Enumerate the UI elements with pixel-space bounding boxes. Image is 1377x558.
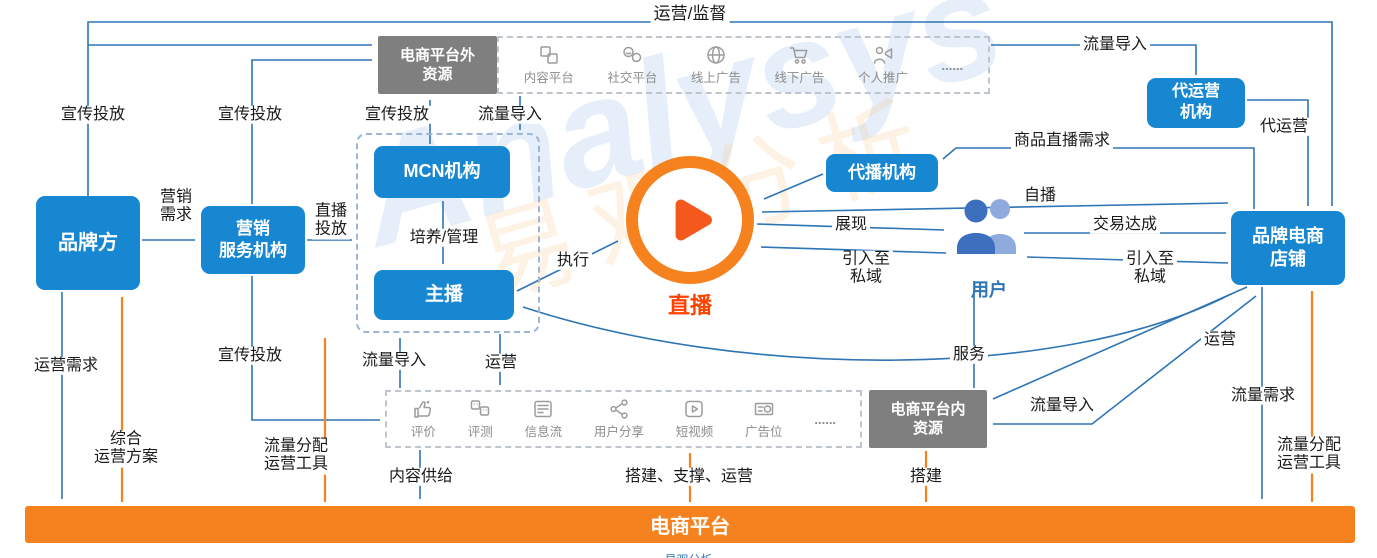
label-traffic-in-mid: 流量导入 — [358, 351, 430, 371]
label-build: 搭建 — [906, 467, 946, 487]
bottom-watermark: 易观分析 — [664, 551, 712, 558]
content-platform-icon — [538, 44, 560, 66]
share-icon — [608, 398, 630, 420]
social-platform-icon — [621, 44, 643, 66]
node-live — [626, 156, 754, 284]
arrow-promo-marketing — [251, 59, 372, 204]
label-content-supply: 内容供给 — [385, 467, 457, 487]
resource-item: 社交平台 — [607, 44, 657, 86]
resource-item: 内容平台 — [524, 44, 574, 86]
resource-item: 个人推广 — [858, 44, 908, 86]
label-traffic-demand: 流量需求 — [1227, 386, 1299, 406]
label-traffic-tool-right: 流量分配 运营工具 — [1273, 436, 1345, 474]
node-brand-store: 品牌电商 店铺 — [1231, 211, 1345, 285]
resource-item: 用户分享 — [594, 398, 644, 440]
label-live-placement: 直播 投放 — [311, 202, 351, 240]
node-external-resources: 电商平台外 资源 — [378, 36, 497, 94]
arrow-operate-right — [992, 286, 1248, 400]
resource-item: 广告位 — [745, 398, 783, 440]
resource-item: 线上广告 — [691, 44, 741, 86]
node-platform: 电商平台 — [25, 506, 1355, 543]
label-build-support-operate: 搭建、支撑、运营 — [621, 467, 757, 487]
label-traffic-in-top: 流量导入 — [474, 105, 546, 125]
label-to-private-right: 引入至 私域 — [1122, 250, 1178, 288]
label-traffic-in-bottomright: 流量导入 — [1026, 396, 1098, 416]
label-to-private-left: 引入至 私域 — [838, 250, 894, 288]
arrow-proxy-operate — [1247, 99, 1309, 206]
label-product-live-demand: 商品直播需求 — [1010, 131, 1114, 151]
node-mcn: MCN机构 — [374, 146, 510, 198]
external-resources-items: 内容平台 社交平台 线上广告 线下广告 个人推广 ... — [497, 36, 990, 94]
label-traffic-tool-left: 流量分配 运营工具 — [260, 437, 332, 475]
arrow-proxy-broadcast-live — [763, 173, 824, 200]
label-display: 展现 — [831, 215, 871, 235]
users-icon — [951, 196, 1025, 261]
feed-icon — [532, 398, 554, 420]
resource-item: 评价 — [411, 398, 436, 440]
online-ads-icon — [705, 44, 727, 66]
label-operate-mid: 运营 — [481, 353, 521, 373]
play-icon — [675, 199, 713, 241]
users-label: 用户 — [971, 280, 1007, 300]
review-icon — [469, 398, 491, 420]
live-label: 直播 — [663, 288, 717, 320]
node-brand: 品牌方 — [36, 196, 140, 290]
label-supervision: 运营/监督 — [650, 4, 730, 24]
label-self-broadcast: 自播 — [1020, 186, 1060, 206]
label-promo-mcn: 宣传投放 — [361, 105, 433, 125]
personal-promotion-icon — [872, 44, 894, 66]
rating-icon — [412, 398, 434, 420]
resource-item: 评测 — [468, 398, 493, 440]
node-proxy-operation: 代运营 机构 — [1147, 78, 1245, 128]
label-promo-brand: 宣传投放 — [57, 105, 129, 125]
node-anchor: 主播 — [374, 270, 514, 320]
arrow-promo-bottom — [251, 276, 380, 421]
node-internal-resources: 电商平台内 资源 — [869, 390, 987, 448]
label-deal-done: 交易达成 — [1089, 215, 1161, 235]
label-operate-right: 运营 — [1200, 330, 1240, 350]
resource-item: 短视频 — [676, 398, 713, 440]
label-promo-bottom: 宣传投放 — [214, 346, 286, 366]
short-video-icon — [683, 398, 705, 420]
node-marketing-agency: 营销 服务机构 — [201, 206, 305, 274]
arrow-to-private-left — [760, 246, 947, 254]
label-comprehensive-plan: 综合 运营方案 — [90, 430, 162, 468]
arrow-traffic-topright — [991, 44, 1197, 75]
ad-slot-icon — [753, 398, 775, 420]
resource-item: 线下广告 — [774, 44, 824, 86]
label-promo-marketing: 宣传投放 — [214, 105, 286, 125]
arrow-store-anchor-curve — [522, 293, 1232, 361]
label-marketing-demand: 营销 需求 — [156, 188, 196, 226]
offline-ads-icon — [788, 44, 810, 66]
label-operation-demand: 运营需求 — [30, 356, 102, 376]
label-execute: 执行 — [553, 251, 593, 271]
label-service: 服务 — [949, 345, 989, 365]
label-traffic-in-topright: 流量导入 — [1079, 35, 1151, 55]
resource-item-ellipsis: ...... — [941, 57, 964, 73]
node-proxy-broadcast: 代播机构 — [826, 154, 938, 192]
label-proxy-operate: 代运营 — [1256, 117, 1312, 137]
resource-item-ellipsis: ...... — [814, 411, 837, 427]
internal-resources-items: 评价 评测 信息流 用户分享 短视频 — [385, 390, 862, 448]
label-cultivate: 培养/管理 — [406, 228, 482, 248]
resource-item: 信息流 — [525, 398, 562, 440]
mcn-anchor-group — [356, 133, 540, 333]
